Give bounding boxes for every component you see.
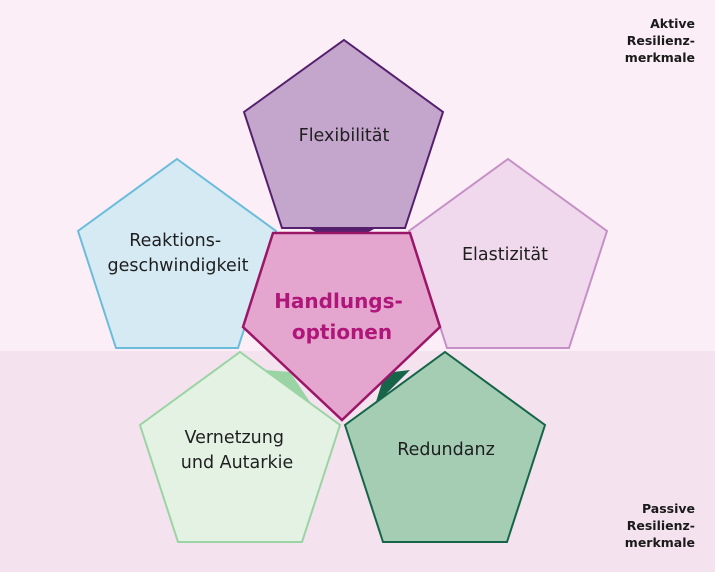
flexibilitaet-pentagon (242, 38, 445, 229)
handlungsoptionen-pentagon (241, 231, 442, 422)
reaktion-pentagon (76, 157, 278, 349)
vernetzung-pentagon (138, 350, 342, 543)
vernetzung-label: Vernetzung und Autarkie (181, 428, 293, 473)
redundanz-pentagon (343, 350, 547, 543)
elastizitaet-label: Elastizität (462, 245, 548, 265)
elastizitaet-pentagon (407, 157, 609, 349)
reaktion-label: Reaktions- geschwindigkeit (107, 231, 248, 276)
redundanz-label: Redundanz (397, 440, 495, 460)
passive-resilience-label: Passive Resilienz- merkmale (624, 501, 695, 550)
active-resilience-label: Aktive Resilienz- merkmale (624, 16, 695, 65)
handlungsoptionen-label: Handlungs- optionen (274, 289, 410, 344)
flexibilitaet-label: Flexibilität (299, 126, 390, 146)
